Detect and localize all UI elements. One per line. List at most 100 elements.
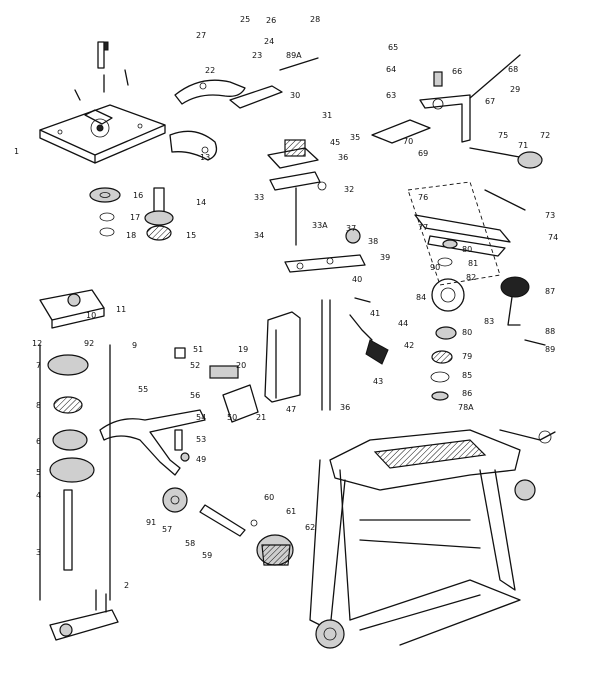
label-85: 83: [484, 317, 494, 326]
label-78: 77: [418, 223, 428, 232]
label-59: 58: [185, 539, 195, 548]
label-16: 16: [133, 191, 143, 200]
label-82: 80: [462, 245, 472, 254]
gear-stack: [39, 289, 111, 601]
label-67: 66: [452, 67, 462, 76]
base-lever: [49, 589, 119, 641]
label-15: 15: [186, 231, 196, 240]
presser-bar-pins: [74, 41, 129, 101]
label-75: 74: [548, 233, 558, 242]
bracket-48: [174, 311, 301, 423]
top-levers: [169, 57, 319, 161]
label-78A: 78A: [458, 403, 474, 412]
label-44: 43: [373, 377, 383, 386]
label-79: 79: [462, 352, 472, 361]
label-29: 29: [510, 85, 520, 94]
label-83: 81: [468, 259, 478, 268]
label-93: 91: [146, 518, 156, 527]
fork-lever: [99, 409, 206, 476]
label-66: 65: [388, 43, 398, 52]
label-33: 33: [254, 193, 264, 202]
label-84: 82: [466, 273, 476, 282]
label-43: 42: [404, 341, 414, 350]
label-31: 31: [322, 111, 332, 120]
label-2: 2: [124, 581, 129, 590]
label-76: 75: [498, 131, 508, 140]
label-60: 59: [202, 551, 212, 560]
label-63: 62: [305, 523, 315, 532]
label-28: 28: [310, 15, 320, 24]
label-24: 24: [264, 37, 274, 46]
hook-assembly: [430, 276, 546, 401]
stitch-knob: [162, 487, 294, 566]
label-89: 87: [545, 287, 555, 296]
label-58: 57: [162, 525, 172, 534]
label-22: 22: [205, 66, 215, 75]
label-34: 34: [254, 231, 264, 240]
label-39: 38: [368, 237, 378, 246]
label-88: 86: [462, 389, 472, 398]
label-74: 73: [545, 211, 555, 220]
label-JA: 92: [84, 339, 94, 348]
label-37: 36: [340, 403, 350, 412]
label-19: 19: [238, 345, 248, 354]
label-25: 25: [240, 15, 250, 24]
label-20: 20: [236, 361, 246, 370]
label-71: 70: [403, 137, 413, 146]
label-42: 41: [370, 309, 380, 318]
label-57: 56: [190, 391, 200, 400]
label-56: 55: [138, 385, 148, 394]
washers-17-18: [99, 212, 115, 237]
label-9: 9: [132, 341, 137, 350]
label-41: 40: [352, 275, 362, 284]
label-13: 13: [200, 153, 210, 162]
label-10: 10: [86, 311, 96, 320]
label-70: 69: [418, 149, 428, 158]
label-69: 68: [508, 65, 518, 74]
label-35: 35: [350, 133, 360, 142]
label-26: 26: [266, 16, 276, 25]
label-27: 27: [196, 31, 206, 40]
shaft-gear-19: [144, 187, 174, 241]
label-33A: 33A: [312, 221, 328, 230]
label-90: 89: [545, 345, 555, 354]
label-89A: 88: [545, 327, 555, 336]
label-62: 61: [286, 507, 296, 516]
label-36: 36: [338, 153, 348, 162]
label-87: 85: [462, 371, 472, 380]
label-40: 39: [380, 253, 390, 262]
label-65: 64: [386, 65, 396, 74]
label-17: 17: [130, 213, 140, 222]
label-54: 53: [196, 435, 206, 444]
label-12: 12: [32, 339, 42, 348]
label-72: 71: [518, 141, 528, 150]
label-55: 54: [196, 413, 206, 422]
label-21: 21: [256, 413, 266, 422]
label-32: 32: [344, 185, 354, 194]
needle-bar-bracket: [267, 139, 327, 246]
label-92: 90: [430, 263, 440, 272]
label-80: 80: [462, 328, 472, 337]
label-11: 11: [116, 305, 126, 314]
label-6: 6: [36, 437, 41, 446]
label-48: 47: [286, 405, 296, 414]
label-4: 4: [36, 491, 41, 500]
label-91: 89A: [286, 51, 302, 60]
presser-foot-group: [284, 228, 389, 411]
bobbin-bracket: [371, 54, 543, 169]
label-51: 50: [227, 413, 237, 422]
label-23: 23: [252, 51, 262, 60]
feed-dog-group: [407, 181, 526, 286]
label-50: 49: [196, 455, 206, 464]
part-labels: 1 2 3 4 5 6 7 8 9 10 11 12 13 14 15 16 1…: [14, 15, 558, 590]
gear-16: [89, 187, 121, 203]
label-38: 37: [346, 224, 356, 233]
label-5: 5: [36, 468, 41, 477]
throat-plate-base: [39, 104, 166, 164]
label-77: 76: [418, 193, 428, 202]
main-frame: [309, 429, 556, 649]
label-68: 67: [485, 97, 495, 106]
label-18: 18: [126, 231, 136, 240]
